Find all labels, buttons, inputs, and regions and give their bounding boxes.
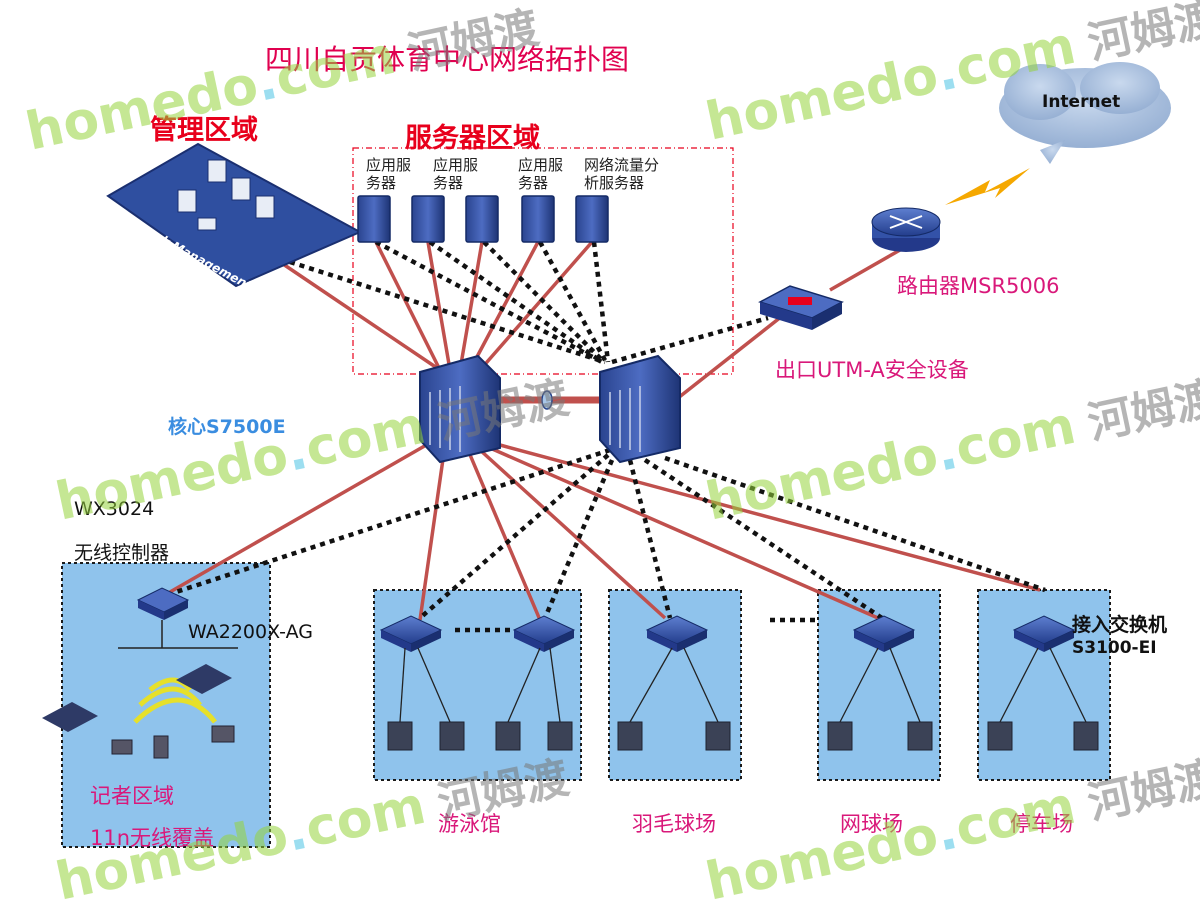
wireless-controller-desc: 无线控制器 <box>74 542 170 564</box>
utm-label: 出口UTM-A安全设备 <box>775 358 969 382</box>
utm-device <box>758 285 844 330</box>
backup-links <box>175 240 1046 633</box>
server-label-2: 应用服务器 <box>433 156 479 192</box>
core-switch-label: 核心S7500E <box>168 416 286 438</box>
reporter-zone-coverage: 11n无线覆盖 <box>90 826 215 850</box>
reporter-zone-name: 记者区域 <box>90 784 174 808</box>
client-pcs <box>387 721 1099 751</box>
wireless-laptops <box>111 725 235 759</box>
ap-label: WA2200X-AG <box>188 621 313 643</box>
management-zone-label: 管理区域 <box>150 115 258 146</box>
server-label-4: 网络流量分析服务器 <box>584 156 660 192</box>
access-switches <box>379 615 1076 652</box>
server-label-1: 应用服务器 <box>366 156 412 192</box>
venue-label-tennis: 网球场 <box>840 812 903 836</box>
primary-links <box>169 240 1041 621</box>
link-aggregation-mark <box>541 390 553 410</box>
wireless-ap-icon <box>136 587 190 620</box>
server-area-box <box>352 147 734 375</box>
wireless-branch-lines <box>118 620 238 649</box>
router-icon <box>871 207 941 252</box>
internet-label: Internet <box>1042 92 1121 112</box>
core-switch-right <box>599 354 681 464</box>
access-lines <box>399 647 1087 723</box>
access-switch-name: 接入交换机 <box>1072 614 1168 636</box>
core-switch-left <box>419 354 501 464</box>
internet-cloud <box>999 62 1171 164</box>
network-management-board <box>106 142 363 288</box>
wireless-controller-model: WX3024 <box>74 498 155 520</box>
venue-label-swimming: 游泳馆 <box>438 812 501 836</box>
server-towers <box>357 195 609 243</box>
server-label-3: 应用服务器 <box>518 156 564 192</box>
server-zone-label: 服务器区域 <box>405 123 540 154</box>
access-switch-model: S3100-EI <box>1072 638 1157 658</box>
venue-label-parking: 停车场 <box>1010 812 1073 836</box>
diagram-title: 四川自贡体育中心网络拓扑图 <box>265 43 630 76</box>
venue-label-badminton: 羽毛球场 <box>632 812 716 836</box>
wifi-waves-icon <box>133 677 217 724</box>
wireless-routers <box>42 664 232 732</box>
router-label: 路由器MSR5006 <box>897 274 1060 298</box>
lightning-icon <box>945 168 1030 205</box>
